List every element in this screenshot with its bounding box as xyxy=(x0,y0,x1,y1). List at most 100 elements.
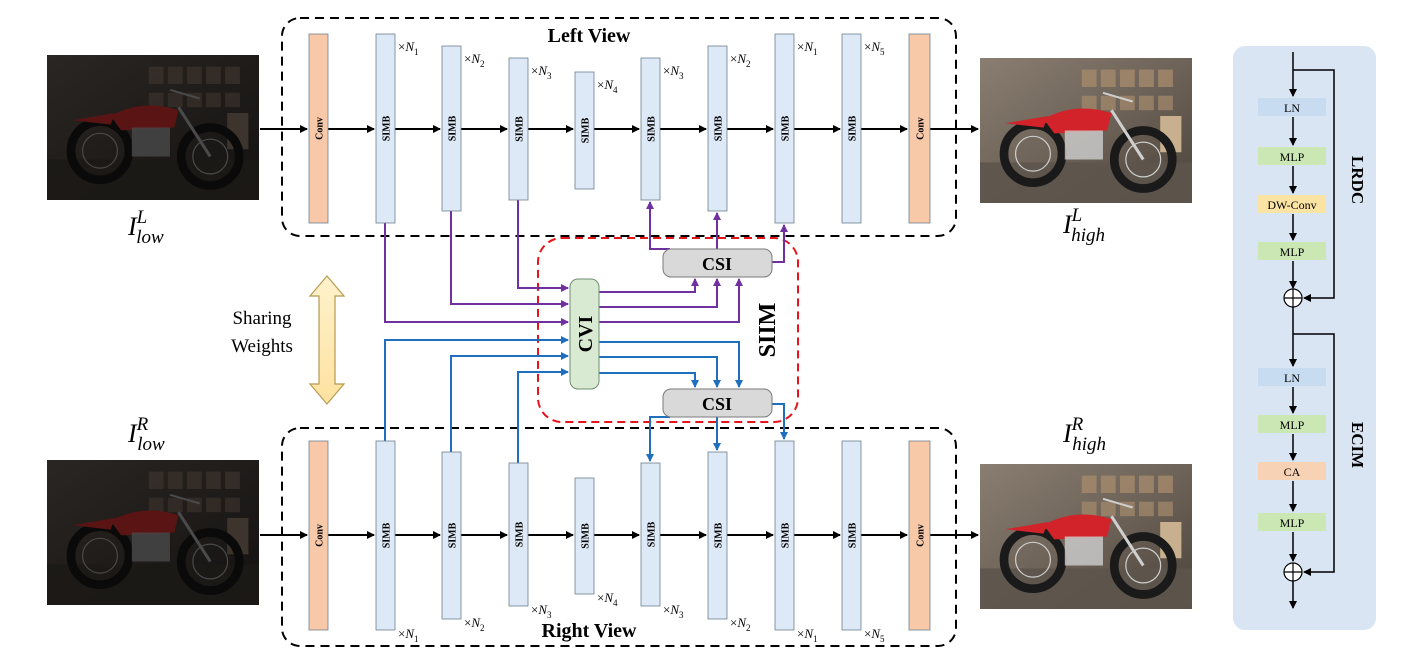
enhanced-right-photo-box xyxy=(1081,475,1097,493)
right-view-simb-5-label: SIMB xyxy=(647,521,658,547)
low-light-left-photo-tank xyxy=(110,105,179,131)
left-view-repeat-1: ×N1 xyxy=(398,39,419,57)
right-view-input-conv xyxy=(308,440,329,631)
low-light-right-photo-handlebar xyxy=(169,493,200,505)
low-light-right-photo-box xyxy=(206,497,221,513)
enhanced-left-photo-rear-rim xyxy=(1014,135,1051,172)
right-view-repeat-7: ×N1 xyxy=(797,626,818,644)
right-view-simb-6-label: SIMB xyxy=(714,522,725,548)
csi-top-label: CSI xyxy=(702,254,732,274)
enhanced-right-photo-fender xyxy=(1005,522,1048,534)
left-view-simb-2-label: SIMB xyxy=(448,115,459,141)
lrdc-mlp-2 xyxy=(1258,242,1326,260)
left-view-simb-4 xyxy=(574,71,595,190)
enhanced-left-photo-box xyxy=(1158,95,1173,111)
enhanced-left-photo-front-rim xyxy=(1125,141,1162,178)
enhanced-right-photo-rear-rim xyxy=(1014,541,1051,578)
low-light-right-photo-box xyxy=(148,497,164,513)
low-light-left-photo-box xyxy=(186,66,202,84)
enhanced-right-photo-front-rim xyxy=(1125,547,1162,584)
low-light-left-photo-box xyxy=(206,92,221,108)
siim-region xyxy=(537,237,799,423)
right-view-repeat-3: ×N3 xyxy=(531,602,552,620)
enhanced-left-photo-box xyxy=(1139,95,1154,111)
left-view-simb-3 xyxy=(508,57,529,201)
enhanced-right-photo-box xyxy=(1119,475,1135,493)
left-feature-3-to-cvi xyxy=(517,200,569,292)
enhanced-right-photo-engine xyxy=(1064,536,1103,566)
left-view-simb-5 xyxy=(640,57,661,201)
enhanced-right-photo-box xyxy=(1139,475,1154,493)
right-view-repeat-1: ×N1 xyxy=(398,626,419,644)
lrdc-ln xyxy=(1258,98,1326,116)
enhanced-right-photo xyxy=(980,464,1192,609)
low-light-left-photo-front-rim xyxy=(192,138,229,175)
low-light-left-photo-box xyxy=(167,92,183,108)
low-light-left-photo-rear-rim xyxy=(81,132,118,169)
left-view-simb-6 xyxy=(707,45,728,212)
left-view-repeat-3: ×N3 xyxy=(531,63,552,81)
right-view-simb-8-label: SIMB xyxy=(848,522,859,548)
cvi-to-csi-top-2 xyxy=(599,278,721,308)
right-view-repeat-2: ×N2 xyxy=(464,615,485,633)
left-view-simb-4-label: SIMB xyxy=(581,117,592,143)
right-view-repeat-6: ×N2 xyxy=(730,615,751,633)
right-view-repeat-5: ×N3 xyxy=(663,602,684,620)
enhanced-left-photo-tank xyxy=(1043,108,1112,134)
right-view-simb-1-label: SIMB xyxy=(382,522,393,548)
left-view-repeat-4: ×N4 xyxy=(597,77,618,95)
enhanced-left-photo-box xyxy=(1100,95,1116,111)
cvi-label: CVI xyxy=(575,315,597,352)
enhanced-left-photo-box xyxy=(1139,69,1154,87)
low-light-right-photo-fork xyxy=(177,511,212,563)
enhanced-left-photo-box xyxy=(1119,69,1135,87)
left-view-repeat-8: ×N5 xyxy=(864,39,885,57)
siim-label: SIIM xyxy=(755,303,781,358)
low-light-right-photo-rear-rim xyxy=(81,537,118,574)
lrdc-ln-label: LN xyxy=(1284,101,1300,115)
right-view-simb-3 xyxy=(508,462,529,607)
right-feature-2-to-cvi xyxy=(450,352,569,452)
right-view-input-conv-label: Conv xyxy=(315,524,326,547)
low-light-left-photo-front-wheel xyxy=(176,123,244,190)
enhanced-left-photo-box xyxy=(1081,95,1097,111)
csi-bottom-block xyxy=(662,388,773,418)
low-light-left-photo-engine xyxy=(131,127,170,157)
left-view-simb-7-label: SIMB xyxy=(781,115,792,141)
left-view-simb-6-label: SIMB xyxy=(714,115,725,141)
csi-top-to-left-simb-5 xyxy=(646,201,670,250)
enhanced-left-photo-fender xyxy=(1005,116,1048,128)
left-view-simb-5-label: SIMB xyxy=(647,116,658,142)
low-light-right-photo xyxy=(47,460,259,605)
low-light-right-photo-box xyxy=(186,471,202,489)
low-light-right-photo-box xyxy=(148,471,164,489)
low-light-right-photo-box xyxy=(225,497,240,513)
low-light-right-photo-front-wheel xyxy=(176,528,244,595)
left-view-input-conv xyxy=(308,33,329,224)
left-view-simb-2 xyxy=(441,45,462,212)
low-light-right-photo-box xyxy=(167,497,183,513)
left-view-repeat-2: ×N2 xyxy=(464,51,485,69)
enhanced-right-photo-box xyxy=(1158,475,1173,493)
low-light-left-photo-box xyxy=(167,66,183,84)
cvi-block xyxy=(569,278,600,390)
right-view-title: Right View xyxy=(542,620,638,642)
right-view-simb-3-label: SIMB xyxy=(515,521,526,547)
right-view-simb-6 xyxy=(707,451,728,620)
left-view-output-conv xyxy=(908,33,931,224)
left-view-output-conv-label: Conv xyxy=(916,117,927,140)
right-view-repeat-8: ×N5 xyxy=(864,626,885,644)
left-view-simb-3-label: SIMB xyxy=(515,116,526,142)
low-light-left-photo-handlebar xyxy=(169,88,200,100)
left-view-simb-1 xyxy=(375,33,396,224)
ecim-ln xyxy=(1258,368,1326,386)
low-light-right-photo-fender xyxy=(72,518,115,530)
lrdc-dwconv xyxy=(1258,195,1326,213)
low-light-left-photo xyxy=(47,55,259,200)
lrdc-dwconv-label: DW-Conv xyxy=(1267,198,1316,212)
enhanced-right-photo-front-wheel xyxy=(1109,532,1177,599)
right-view-repeat-4: ×N4 xyxy=(597,590,618,608)
